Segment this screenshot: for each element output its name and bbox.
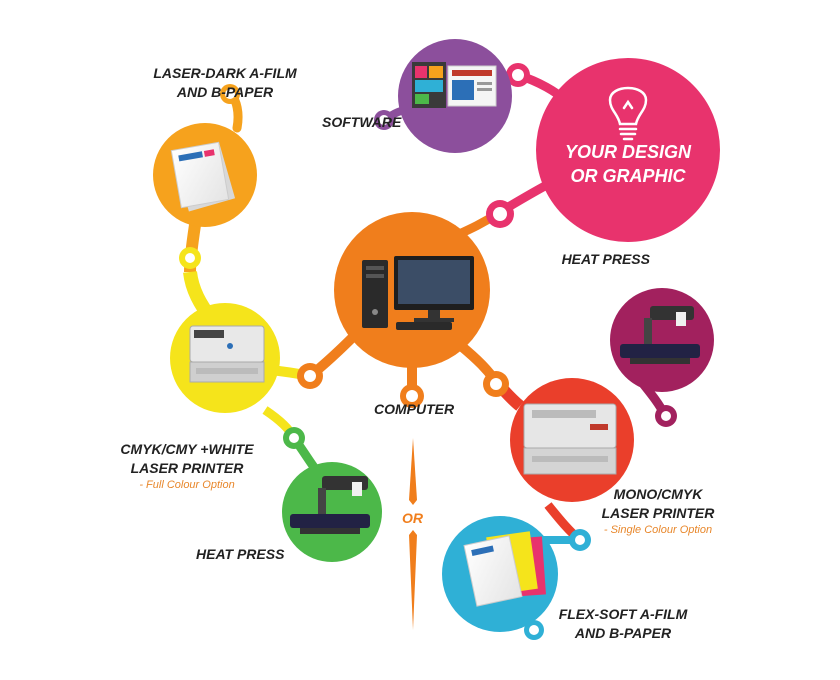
knob-laser-dark-bottom [179,247,201,269]
paper-pack-icon [463,531,546,607]
knob-computer-right [483,371,509,397]
node-flex-soft [442,516,558,632]
lightbulb-icon [608,86,648,141]
knob-computer-left [297,363,323,389]
laser-printer-icon [189,325,265,383]
label-or: OR [402,510,423,526]
label-laser-dark-line1: LASER-DARK A-FILM [153,65,297,81]
node-software [398,39,512,153]
node-heat-press-left [282,462,382,562]
label-mono-printer-line1: MONO/CMYK [613,486,703,502]
node-computer [334,212,490,368]
heat-press-icon [620,306,700,364]
label-mono-printer-line2: LASER PRINTER [601,505,715,521]
knob-design-top [506,63,530,87]
knob-laser-dark-top [220,84,240,104]
label-heat-press-right: HEAT PRESS [561,251,650,267]
node-cmyk-printer [170,303,280,413]
knob-design-computer [486,200,514,228]
label-cmyk-printer-line1: CMYK/CMY +WHITE [120,441,254,457]
heat-press-icon [290,476,370,534]
knob-cmyk-printer-bottom [283,427,305,449]
label-heat-press-left: HEAT PRESS [196,546,285,562]
label-cmyk-printer-line2: LASER PRINTER [130,460,244,476]
knob-heat-press-right [655,405,677,427]
paper-pack-icon [170,141,236,212]
knob-flex-soft-bottom [524,620,544,640]
software-boxes-icon [412,62,497,108]
label-cmyk-printer-note: - Full Colour Option [139,479,235,491]
label-flex-soft-line2: AND B-PAPER [574,625,672,641]
label-flex-soft-line1: FLEX-SOFT A-FILM [558,606,688,622]
label-flex-soft: FLEX-SOFT A-FILM AND B-PAPER [548,605,698,643]
label-laser-dark: LASER-DARK A-FILM AND B-PAPER [150,64,300,102]
node-laser-dark [153,123,257,227]
label-your-design-line1: YOUR DESIGN [564,142,692,162]
label-your-design: YOUR DESIGN OR GRAPHIC [548,140,708,188]
knob-mono-printer [569,529,591,551]
node-mono-printer [510,378,634,502]
label-your-design-line2: OR GRAPHIC [570,166,686,186]
or-divider [409,438,417,630]
desktop-computer-icon [362,256,474,330]
label-laser-dark-line2: AND B-PAPER [176,84,274,100]
node-your-design [536,58,720,242]
node-heat-press-right [610,288,714,392]
knob-computer-bottom [400,384,424,408]
knob-software [374,110,394,130]
label-mono-printer: MONO/CMYK LASER PRINTER - Single Colour … [588,485,728,538]
laser-printer-icon [523,403,617,475]
label-computer: COMPUTER [374,401,455,417]
label-cmyk-printer: CMYK/CMY +WHITE LASER PRINTER - Full Col… [112,440,262,493]
label-mono-printer-note: - Single Colour Option [603,524,713,536]
label-software: SOFTWARE [322,114,402,130]
